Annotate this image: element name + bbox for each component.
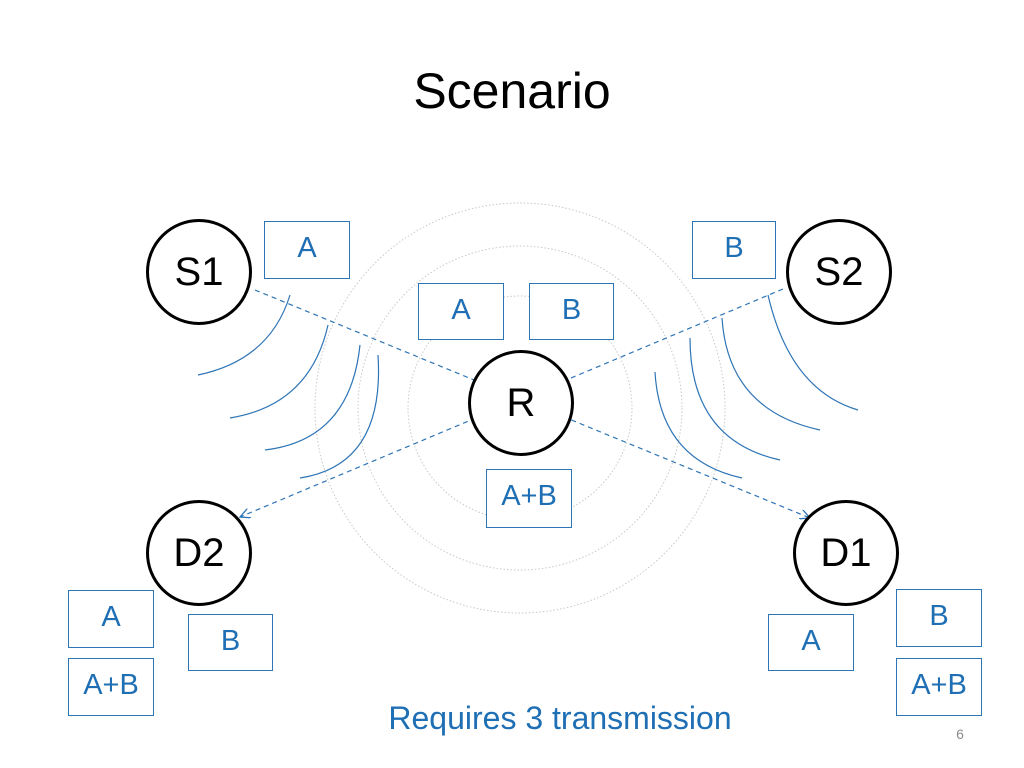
s2-wave-arc-1 (767, 294, 859, 411)
packet-relay-b-label: B (561, 294, 582, 326)
packet-d1-a: A (768, 614, 854, 671)
broadcast-ring-outer (314, 202, 726, 614)
packet-d2-b: B (188, 614, 273, 671)
s1-wave-arc-4 (299, 354, 380, 479)
broadcast-ring-middle (357, 245, 683, 571)
packet-relay-a-label: A (451, 294, 471, 326)
packet-d2-a-label: A (101, 601, 121, 633)
link-s2-to-d2 (240, 288, 784, 517)
node-d2: D2 (146, 500, 252, 606)
packet-d1-b: B (896, 589, 982, 647)
packet-relay-b: B (529, 283, 614, 340)
s2-wave-arc-4 (654, 371, 743, 479)
s1-wave-arcs (197, 294, 380, 479)
node-relay: R (468, 350, 574, 456)
node-d1: D1 (793, 500, 899, 606)
packet-s1-a-label: A (297, 232, 317, 264)
s1-wave-arc-1 (197, 294, 291, 376)
packet-s2-b-label: B (724, 232, 744, 264)
packet-d1-a-label: A (801, 625, 821, 657)
s2-wave-arc-3 (689, 337, 781, 461)
s2-wave-arc-2 (721, 317, 821, 431)
node-s1: S1 (146, 219, 252, 325)
packet-relay-a-plus-b-label: A+B (501, 480, 557, 512)
page-number: 6 (956, 726, 964, 742)
packet-s2-b: B (692, 221, 776, 279)
packet-d2-a-plus-b: A+B (68, 658, 154, 716)
node-relay-label: R (506, 380, 536, 425)
packet-relay-a-plus-b: A+B (486, 469, 572, 528)
slide-title: Scenario (413, 63, 611, 119)
node-d1-label: D1 (820, 530, 872, 575)
packet-d1-b-label: B (929, 600, 949, 632)
node-s2-label: S2 (814, 249, 864, 294)
packet-d1-a-plus-b: A+B (896, 658, 982, 716)
packet-d1-a-plus-b-label: A+B (911, 669, 967, 701)
node-s2: S2 (786, 219, 892, 325)
caption-text: Requires 3 transmission (388, 700, 732, 736)
s1-wave-arc-2 (229, 324, 329, 419)
node-d2-label: D2 (173, 530, 225, 575)
s1-wave-arc-3 (264, 344, 361, 451)
s2-wave-arcs (654, 294, 859, 479)
packet-d2-b-label: B (220, 625, 241, 657)
packet-s1-a: A (264, 221, 350, 279)
packet-relay-a: A (418, 283, 504, 340)
packet-d2-a-plus-b-label: A+B (83, 669, 139, 701)
node-s1-label: S1 (174, 249, 224, 294)
packet-d2-a: A (68, 590, 154, 648)
